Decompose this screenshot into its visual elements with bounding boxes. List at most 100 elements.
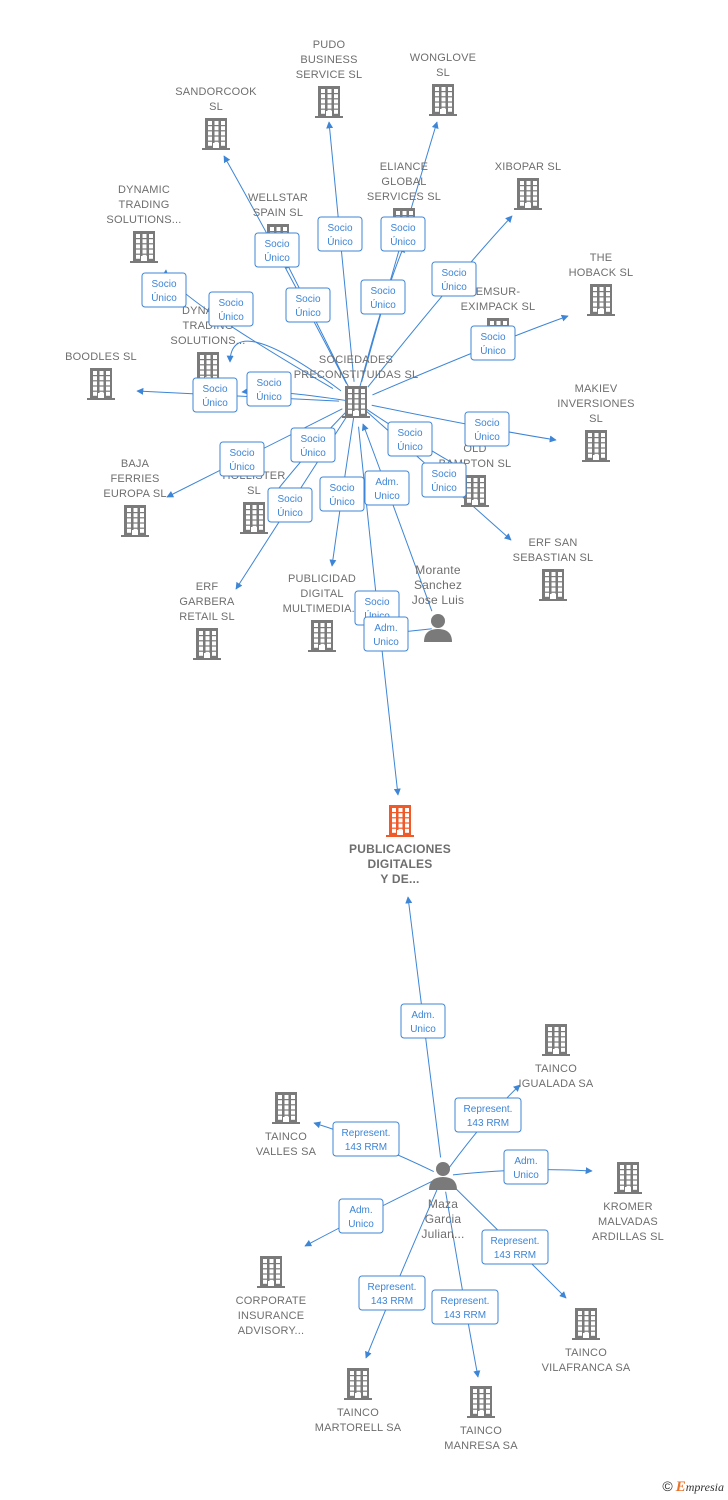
edge-label-box <box>285 287 331 323</box>
building-icon <box>542 1024 570 1056</box>
node-label-line: BUSINESS <box>300 54 357 66</box>
node-maza[interactable]: MazaGarciaJulian... <box>421 1162 464 1241</box>
node-label-line: MANRESA SA <box>444 1440 518 1452</box>
node-taincomanresa[interactable]: TAINCO MANRESA SA <box>444 1386 518 1452</box>
node-publicidad[interactable]: PUBLICIDADDIGITALMULTIMEDIA... <box>283 573 362 652</box>
node-dynamic1[interactable]: DYNAMICTRADINGSOLUTIONS... <box>106 184 181 263</box>
edge-label-text: Único <box>397 440 423 453</box>
edge-label-adm-[interactable]: Adm.Unico <box>338 1198 384 1234</box>
edge-label-text: Socio <box>256 378 281 389</box>
node-label-line: TAINCO <box>460 1425 502 1437</box>
node-label-line: EMSUR- <box>476 286 521 298</box>
edge-label-box <box>290 427 336 463</box>
edge-label-text: Represent. <box>342 1128 391 1139</box>
edge-label-represent-[interactable]: Represent.143 RRM <box>358 1275 426 1311</box>
edge-label-adm-[interactable]: Adm.Unico <box>400 1003 446 1039</box>
edge-label-box <box>363 616 409 652</box>
edge-label-text: Único <box>329 495 355 508</box>
edge-label-adm-[interactable]: Adm.Unico <box>364 470 410 506</box>
edge-label-text: Socio <box>229 448 254 459</box>
edge-label-box <box>219 441 265 477</box>
edge-label-represent-[interactable]: Represent.143 RRM <box>454 1097 522 1133</box>
edge-label-text: Único <box>300 446 326 459</box>
node-label-line: Garcia <box>425 1212 462 1226</box>
edge-label-text: 143 RRM <box>494 1250 536 1261</box>
node-label-line: BAJA <box>121 458 150 470</box>
edge-label-text: Unico <box>410 1024 436 1035</box>
edge-labels-layer: SocioÚnicoSocioÚnicoSocioÚnicoSocioÚnico… <box>141 216 549 1325</box>
node-label-line: EUROPA SL <box>103 488 166 500</box>
edge-label-box <box>431 261 477 297</box>
building-icon <box>202 118 230 150</box>
edge-sociedades-to-dynamic2 <box>226 340 342 392</box>
edge-sociedades-to-boodles <box>136 387 340 402</box>
node-boodles[interactable]: BOODLES SL <box>65 351 137 400</box>
edge-label-adm-[interactable]: Adm.Unico <box>503 1149 549 1185</box>
building-icon <box>344 1368 372 1400</box>
node-label-line: SERVICE SL <box>296 69 363 81</box>
edge-label-text: Unico <box>374 491 400 502</box>
edge-label-box <box>338 1198 384 1234</box>
edge-label-text: Unico <box>373 637 399 648</box>
edge-label-text: Adm. <box>374 623 397 634</box>
edge-label-represent-[interactable]: Represent.143 RRM <box>431 1289 499 1325</box>
node-corporate[interactable]: CORPORATEINSURANCEADVISORY... <box>236 1256 307 1337</box>
edge-label-adm-[interactable]: Adm. Unico <box>363 616 409 652</box>
edge-label-box <box>317 216 363 252</box>
node-label-line: TAINCO <box>265 1131 307 1143</box>
building-icon <box>514 178 542 210</box>
edge-label-text: Socio <box>370 286 395 297</box>
node-label-line: IGUALADA SA <box>519 1078 594 1090</box>
node-label-line: MALVADAS <box>598 1216 658 1228</box>
node-xibopar[interactable]: XIBOPAR SL <box>495 161 562 210</box>
edge-label-represent-[interactable]: Represent.143 RRM <box>481 1229 549 1265</box>
building-icon <box>467 1386 495 1418</box>
empresia-watermark: © Empresia <box>662 1478 724 1496</box>
node-label-line: ERF SAN <box>528 537 577 549</box>
node-label-line: PUBLICIDAD <box>288 573 356 585</box>
edge-label-represent-[interactable]: Represent.143 RRM <box>332 1121 400 1157</box>
node-label-line: SL <box>436 67 450 79</box>
edge-label-text: Único <box>474 430 500 443</box>
edge-label-text: Único <box>370 298 396 311</box>
node-label-line: HOBACK SL <box>569 267 634 279</box>
edge-label-box <box>454 1097 522 1133</box>
building-icon <box>587 284 615 316</box>
building-icon <box>130 231 158 263</box>
